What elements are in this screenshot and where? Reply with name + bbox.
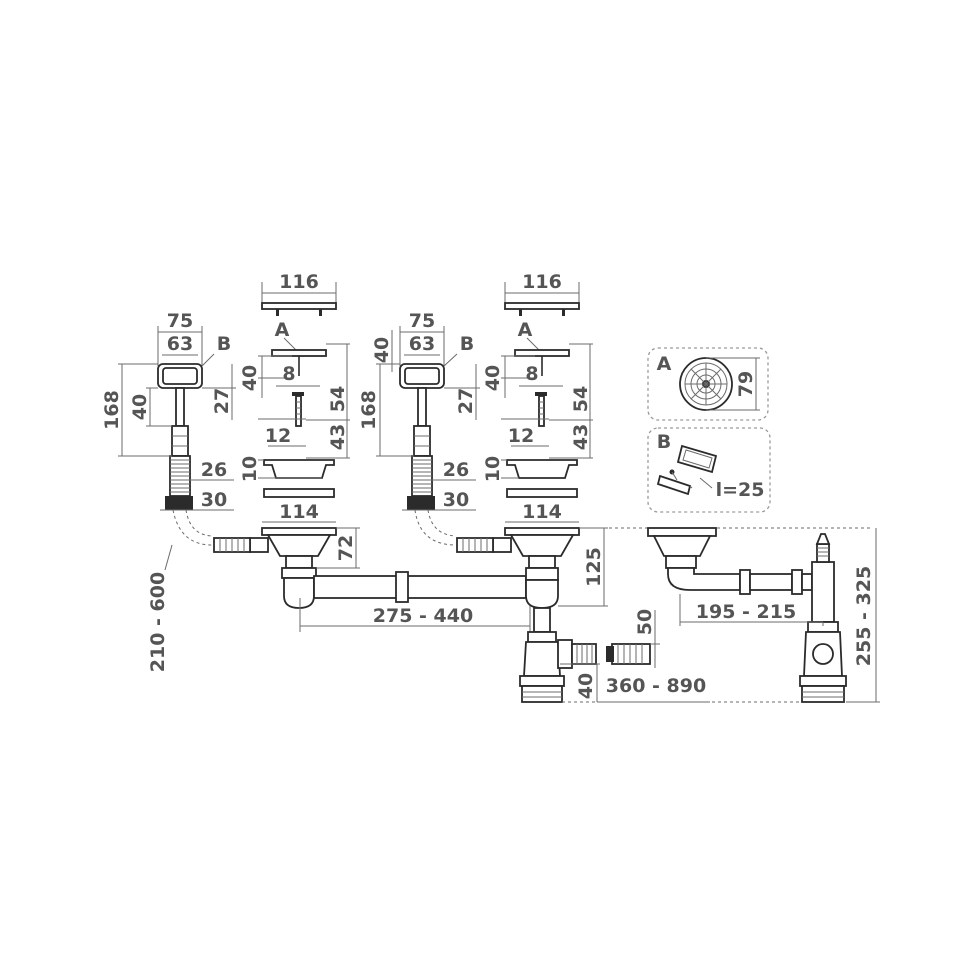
right-screw <box>535 392 547 427</box>
side-pipe-range: 195 - 215 <box>696 601 796 623</box>
left-height-72: 72 <box>335 535 357 561</box>
right-bowl-width: 114 <box>522 501 562 523</box>
right-width-26: 26 <box>443 459 469 481</box>
left-strainer-basket <box>263 459 335 479</box>
left-width-30: 30 <box>201 489 227 511</box>
right-height-168: 168 <box>358 390 380 430</box>
inset-a-label: A <box>657 353 672 375</box>
right-height-40b: 40 <box>482 365 504 391</box>
left-height-27: 27 <box>211 388 233 414</box>
right-gasket <box>506 488 578 498</box>
left-width-26: 26 <box>201 459 227 481</box>
right-basket-lid <box>504 302 580 310</box>
left-label-a: A <box>275 319 290 341</box>
right-height-10: 10 <box>482 456 504 482</box>
left-bowl-drain <box>213 527 337 609</box>
left-height-43: 43 <box>327 424 349 450</box>
right-height-54: 54 <box>570 386 592 412</box>
right-strainer-basket <box>506 459 578 479</box>
left-plug-a <box>271 349 327 376</box>
left-height-40b: 40 <box>239 365 261 391</box>
left-height-54: 54 <box>327 386 349 412</box>
bottle-trap <box>519 631 651 703</box>
pipe-range: 275 - 440 <box>373 605 473 627</box>
left-height-40a: 40 <box>129 394 151 420</box>
overflow-cover-icon <box>656 444 718 496</box>
right-height-43: 43 <box>570 424 592 450</box>
height-40: 40 <box>575 673 597 699</box>
right-basket-width: 116 <box>522 271 562 293</box>
left-overflow-width: 75 <box>167 310 193 332</box>
inset-b-length: l=25 <box>716 479 765 501</box>
right-bowl-drain <box>456 527 580 633</box>
left-width-8: 8 <box>282 363 295 385</box>
outlet-range: 360 - 890 <box>606 675 706 697</box>
right-overflow-hose <box>407 455 435 510</box>
left-assembly: 116 A 40 8 12 54 43 <box>101 271 360 672</box>
right-overflow-inner: 63 <box>409 333 435 355</box>
height-50: 50 <box>634 609 656 635</box>
left-width-12: 12 <box>265 425 291 447</box>
inset-b: B l=25 <box>647 427 771 513</box>
right-width-12: 12 <box>508 425 534 447</box>
left-height-10: 10 <box>239 456 261 482</box>
right-height-40a: 40 <box>371 337 393 363</box>
inset-b-label: B <box>657 431 671 453</box>
right-height-27: 27 <box>455 388 477 414</box>
right-assembly: 116 A 40 8 12 54 43 10 75 <box>358 271 800 703</box>
left-screw <box>292 392 304 427</box>
left-basket-lid <box>261 282 337 316</box>
right-label-b: B <box>460 333 474 355</box>
left-gasket <box>263 488 335 498</box>
side-view: 195 - 215 255 - 325 <box>579 527 880 703</box>
left-overflow-inner: 63 <box>167 333 193 355</box>
inset-a-diameter: 79 <box>735 371 757 397</box>
right-plug-a <box>514 349 570 357</box>
right-width-30: 30 <box>443 489 469 511</box>
inset-a: A 79 <box>647 347 769 421</box>
side-view-drain <box>647 527 847 703</box>
left-hose-range: 210 - 600 <box>147 572 169 672</box>
left-basket-width: 116 <box>279 271 319 293</box>
strainer-grid-icon <box>679 357 733 411</box>
left-overflow-head <box>157 363 203 457</box>
right-overflow-head <box>399 363 445 457</box>
left-label-b: B <box>217 333 231 355</box>
left-bowl-width: 114 <box>279 501 319 523</box>
right-label-a: A <box>518 319 533 341</box>
side-height-range: 255 - 325 <box>853 566 875 666</box>
right-width-8: 8 <box>525 363 538 385</box>
left-overflow-hose <box>165 455 193 510</box>
left-height-168: 168 <box>101 390 123 430</box>
height-125: 125 <box>583 547 605 587</box>
right-overflow-width: 75 <box>409 310 435 332</box>
